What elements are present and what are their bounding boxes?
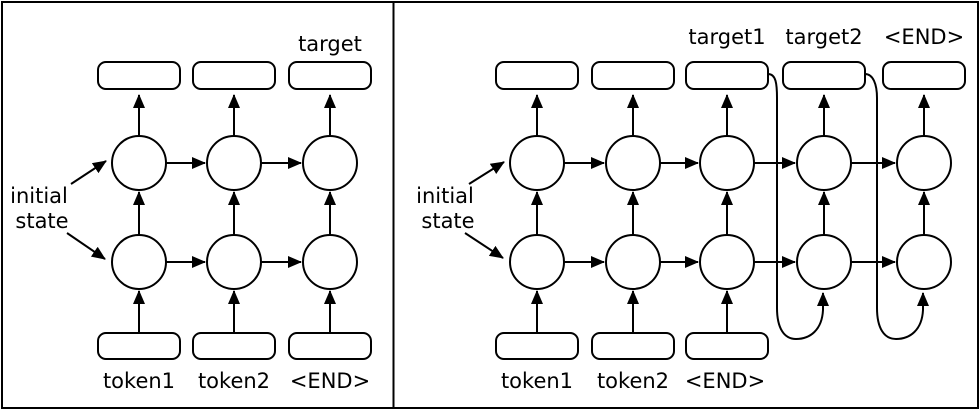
initial-state-arrow — [70, 160, 107, 185]
right-panel: target1 target2 <END> — [392, 1, 979, 409]
initial-state-label: state — [421, 209, 474, 233]
rnn-cell — [896, 135, 952, 191]
feedback-curve-arrow — [864, 73, 929, 341]
initial-state-arrow — [66, 232, 106, 260]
initial-state-label: initial — [10, 184, 68, 208]
token-label: <END> — [290, 369, 370, 393]
output-box — [288, 61, 372, 90]
output-box — [591, 61, 675, 90]
rnn-cell — [699, 135, 755, 191]
rnn-cell — [796, 234, 852, 290]
rnn-cell — [206, 234, 262, 290]
rnn-cell — [111, 234, 167, 290]
target-label: target — [298, 32, 362, 56]
initial-state-label: initial — [416, 184, 474, 208]
token-label: <END> — [685, 369, 765, 393]
token-label: token2 — [597, 369, 669, 393]
output-box — [192, 61, 276, 90]
rnn-cell — [302, 135, 358, 191]
rnn-cell — [796, 135, 852, 191]
rnn-cell — [206, 135, 262, 191]
rnn-cell — [896, 234, 952, 290]
rnn-cell — [111, 135, 167, 191]
input-box — [495, 332, 579, 360]
input-box — [97, 332, 181, 360]
target-label: target1 — [688, 25, 765, 49]
initial-state-arrow — [468, 161, 505, 185]
rnn-cell — [699, 234, 755, 290]
token-label: token1 — [103, 369, 175, 393]
output-box — [882, 61, 966, 90]
token-label: token2 — [198, 369, 270, 393]
input-box — [591, 332, 675, 360]
target-label: <END> — [884, 25, 964, 49]
left-panel: target token1 token2 <END> initi — [1, 1, 395, 409]
feedback-curve-arrow — [767, 73, 829, 341]
input-box — [685, 332, 769, 360]
input-box — [288, 332, 372, 360]
output-box — [97, 61, 181, 90]
initial-state-arrow — [464, 232, 504, 259]
rnn-cell — [509, 234, 565, 290]
output-box — [782, 61, 866, 90]
initial-state-label: state — [15, 209, 68, 233]
output-box — [495, 61, 579, 90]
rnn-cell — [302, 234, 358, 290]
rnn-cell — [509, 135, 565, 191]
token-label: token1 — [501, 369, 573, 393]
rnn-cell — [605, 234, 661, 290]
input-box — [192, 332, 276, 360]
output-box — [685, 61, 769, 90]
target-label: target2 — [785, 25, 862, 49]
rnn-cell — [605, 135, 661, 191]
